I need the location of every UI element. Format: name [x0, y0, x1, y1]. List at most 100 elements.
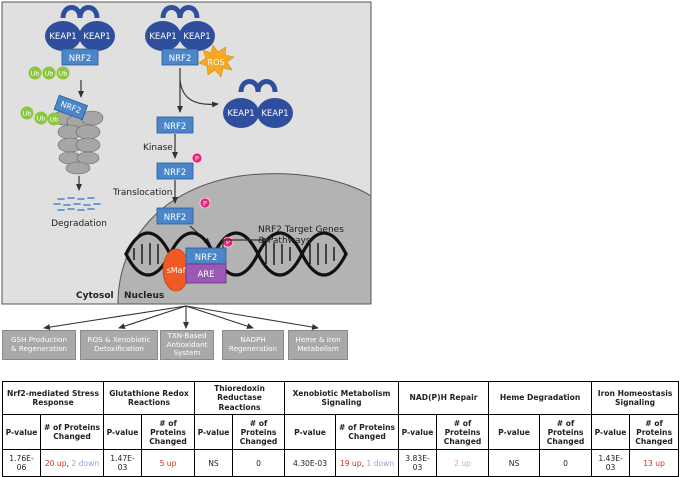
phospho-badge — [199, 197, 211, 209]
ub-label: Ub — [59, 70, 68, 78]
pathway-fan-arrows — [43, 305, 319, 331]
nrf2-box — [156, 162, 194, 180]
keap1-dimer-left: KEAP1 KEAP1 — [45, 5, 115, 51]
up-count: 5 up — [159, 458, 177, 468]
phospho-badge — [191, 152, 203, 164]
pathway-box-nadph: NADPH Regeneration — [222, 330, 284, 360]
nrf2-pathway-diagram: KEAP1 KEAP1 NRF2 Ub Ub Ub NRF2 Ub Ub Ub — [1, 1, 372, 331]
table-row: 1.76E-06 20 up, 2 down 1.47E-03 5 up NS … — [2, 449, 680, 477]
proteins-header: # of Proteins Changed — [40, 414, 104, 450]
ub-label: Ub — [45, 70, 54, 78]
keap1-release-arrow — [179, 79, 219, 108]
keap1-dimer-free: KEAP1 KEAP1 — [223, 79, 293, 128]
proteins-cell: 0 — [539, 449, 593, 477]
pvalue-cell: 1.47E-03 — [103, 449, 142, 477]
pathway-box-ros-detox: ROS & Xenobiotic Detoxification — [80, 330, 158, 360]
nucleus-label: Nucleus — [124, 291, 164, 301]
translocation-label: Translocation — [112, 188, 173, 198]
proteins-cell: 13 up — [629, 449, 680, 477]
kinase-label: Kinase — [143, 143, 173, 153]
nrf2-box-degrading — [53, 94, 89, 121]
ubiquitin-chain-bound: Ub Ub Ub — [20, 106, 61, 126]
degradation-label: Degradation — [51, 219, 107, 229]
pathway-box-gsh: GSH Production & Regeneration — [2, 330, 76, 360]
nrf2-box — [156, 207, 194, 225]
proteins-header: # of Proteins Changed — [539, 414, 593, 450]
pvalue-cell: 4.30E-03 — [284, 449, 337, 477]
pvalue-header: P-value — [103, 414, 142, 450]
group-header: NAD(P)H Repair — [398, 381, 490, 415]
pvalue-cell: NS — [194, 449, 234, 477]
pathway-box-txn: TXN-Based Antioxidant System — [160, 330, 214, 360]
ros-starburst-icon — [198, 44, 235, 78]
nrf2-box — [156, 116, 194, 134]
target-genes-arrow — [222, 237, 269, 248]
phospho-label: P — [195, 155, 199, 163]
nrf2-label: NRF2 — [69, 54, 92, 64]
proteins-cell: 20 up, 2 down — [40, 449, 104, 477]
are-box — [185, 263, 227, 284]
phospho-label: P — [203, 200, 207, 208]
ub-label: Ub — [37, 115, 46, 123]
down-count: 2 down — [71, 458, 100, 468]
ubiquitin-chain-top: Ub Ub Ub — [28, 66, 70, 80]
are-label: ARE — [197, 270, 214, 280]
keap1-label: KEAP1 — [83, 32, 110, 42]
up-count: 20 up — [44, 458, 67, 468]
pvalue-header: P-value — [284, 414, 337, 450]
group-header: Xenobiotic Metabolism Signaling — [284, 381, 400, 415]
proteins-header: # of Proteins Changed — [436, 414, 490, 450]
pvalue-header: P-value — [398, 414, 438, 450]
nrf2-label: NRF2 — [164, 122, 187, 132]
group-header: Nrf2-mediated Stress Response — [2, 381, 104, 415]
keap1-label: KEAP1 — [49, 32, 76, 42]
keap1-dimer-center: KEAP1 KEAP1 — [145, 5, 215, 51]
proteins-cell: 0 — [232, 449, 286, 477]
keap1-label: KEAP1 — [183, 32, 210, 42]
target-pathways-label: & Pathways — [258, 236, 311, 246]
nrf2-box — [61, 48, 99, 66]
proteins-header: # of Proteins Changed — [140, 414, 196, 450]
proteins-header: # of Proteins Changed — [629, 414, 680, 450]
dna-rungs — [133, 243, 335, 265]
pvalue-cell: 1.76E-06 — [2, 449, 41, 477]
nrf2-label: NRF2 — [169, 54, 192, 64]
nrf2-label: NRF2 — [164, 213, 187, 223]
ub-label: Ub — [23, 110, 32, 118]
nrf2-label: NRF2 — [195, 253, 218, 263]
pvalue-cell: NS — [488, 449, 541, 477]
up-count: 13 up — [643, 458, 665, 468]
pvalue-header: P-value — [591, 414, 631, 450]
group-header: Iron Homeostasis Signaling — [591, 381, 680, 415]
ub-label: Ub — [50, 116, 59, 124]
down-count: 1 down — [366, 458, 395, 468]
up-count: 19 up — [339, 458, 362, 468]
group-header: Glutathione Redox Reactions — [102, 381, 196, 415]
pvalue-cell: 3.83E-03 — [398, 449, 438, 477]
keap1-label: KEAP1 — [149, 32, 176, 42]
count-separator: , — [66, 458, 72, 468]
proteins-cell: 5 up — [140, 449, 196, 477]
proteins-header: # of Proteins Changed — [335, 414, 400, 450]
proteins-header: # of Proteins Changed — [232, 414, 286, 450]
pathway-results-table: Nrf2-mediated Stress Response Glutathion… — [2, 381, 680, 477]
phospho-label: P — [226, 239, 230, 247]
pvalue-cell: 1.43E-03 — [591, 449, 631, 477]
pvalue-header: P-value — [194, 414, 234, 450]
pathway-box-heme-iron: Heme & Iron Metabolism — [288, 330, 348, 360]
degraded-fragments-icon — [53, 197, 101, 211]
ub-label: Ub — [31, 70, 40, 78]
cytosol-label: Cytosol — [76, 291, 114, 301]
ros-label: ROS — [208, 58, 225, 67]
count-separator: , — [361, 458, 367, 468]
pvalue-header: P-value — [488, 414, 541, 450]
group-header: Thioredoxin Reductase Reactions — [194, 381, 286, 415]
nrf2-box — [161, 48, 199, 66]
keap1-label: KEAP1 — [261, 109, 288, 119]
smaf-label: sMaf — [167, 266, 186, 275]
keap1-label: KEAP1 — [227, 109, 254, 119]
group-header: Heme Degradation — [488, 381, 593, 415]
nrf2-label: NRF2 — [164, 168, 187, 178]
pvalue-header: P-value — [2, 414, 41, 450]
proteins-cell: 19 up, 1 down — [335, 449, 400, 477]
